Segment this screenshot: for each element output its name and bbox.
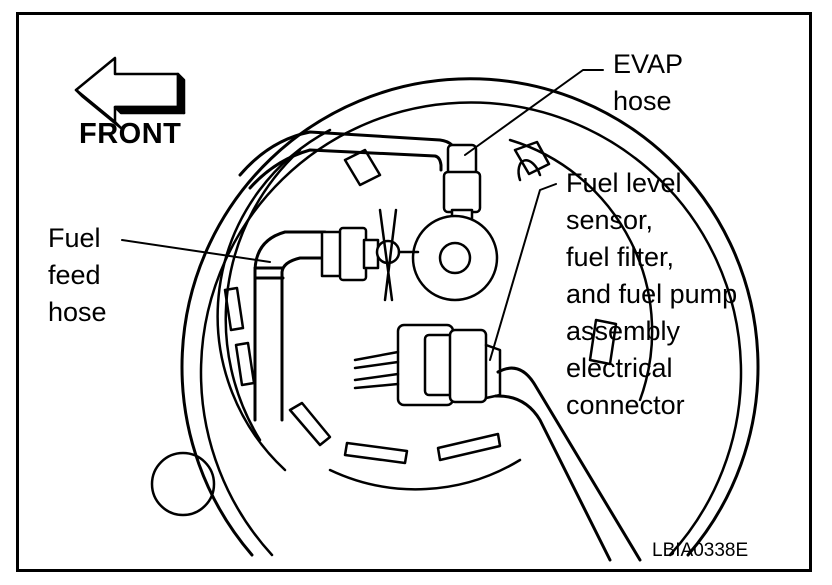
round-port [411,214,499,302]
connector-label-line: electrical [566,353,673,383]
fuel-feed-hose-label-line: Fuel [48,223,101,253]
feed-line-connector [320,208,420,302]
mounting-hole [150,451,216,517]
connector-label: Fuel level sensor, fuel filter, and fuel… [566,165,737,424]
fuel-feed-hose-label-line: hose [48,297,107,327]
fuel-feed-hose-label: Fuel feed hose [48,220,107,331]
front-arrow-icon [74,56,186,130]
connector-label-line: connector [566,390,685,420]
fuel-feed-hose [253,230,327,422]
fuel-feed-hose-label-line: feed [48,260,101,290]
connector-label-line: fuel filter, [566,242,675,272]
evap-hose-label-line: EVAP [613,49,684,79]
front-label: FRONT [79,118,182,150]
connector-label-line: assembly [566,316,681,346]
leader-lines [121,69,604,361]
evap-hose-label: EVAP hose [613,46,683,120]
connector-label-line: and fuel pump [566,279,738,309]
evap-hose-label-line: hose [613,86,672,116]
figure-code: LBIA0338E [652,540,749,561]
tank-outer-ring [180,77,760,557]
connector-label-line: Fuel level [566,168,682,198]
evap-hose-fitting [442,143,482,237]
connector-label-line: sensor, [566,205,654,235]
wire-harness [494,366,642,562]
electrical-connector [353,323,502,407]
figure-frame [16,12,812,572]
